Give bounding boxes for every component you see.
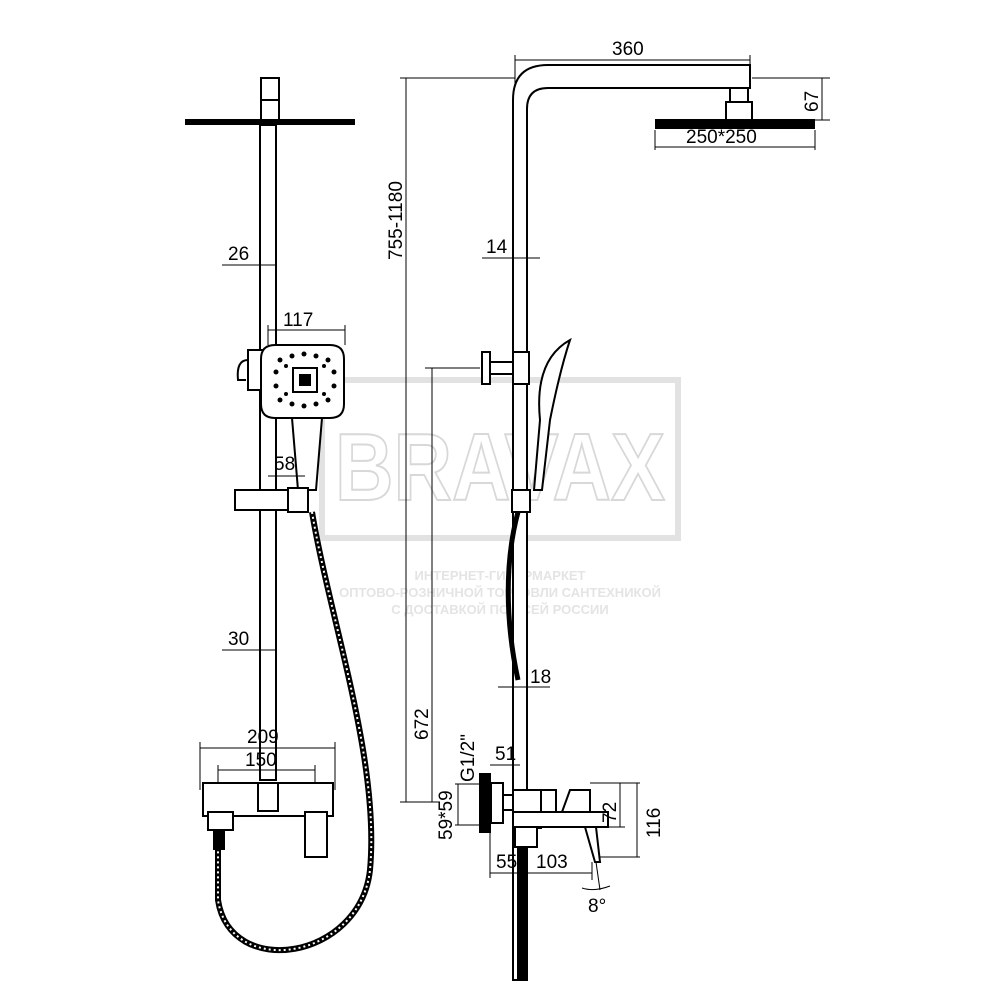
dim-67: 67	[802, 91, 823, 112]
dim-72: 72	[600, 802, 621, 823]
dim-59x59: 59*59	[436, 790, 457, 840]
dim-209: 209	[247, 727, 279, 748]
side-mixer	[479, 773, 609, 863]
watermark-line3: С ДОСТАВКОЙ ПО ВСЕЙ РОССИИ	[391, 602, 608, 617]
watermark-line2: ОПТОВО-РОЗНИЧНОЙ ТОРГОВЛИ САНТЕХНИКОЙ	[339, 585, 661, 600]
watermark-brand: BRAVAX	[335, 414, 665, 521]
side-rain-head	[655, 119, 815, 129]
watermark: BRAVAX ИНТЕРНЕТ-ГИПЕРМАРКЕТ ОПТОВО-РОЗНИ…	[319, 377, 681, 617]
dim-18: 18	[530, 667, 551, 688]
dim-51: 51	[495, 744, 516, 765]
mixer	[202, 782, 334, 858]
dim-103: 103	[536, 852, 568, 873]
dim-117: 117	[283, 310, 313, 331]
dim-55: 55	[496, 852, 517, 873]
rain-head	[185, 119, 355, 125]
dim-14: 14	[486, 237, 508, 258]
side-hand-shower	[532, 337, 572, 491]
shower-arm	[512, 64, 751, 981]
watermark-line1: ИНТЕРНЕТ-ГИПЕРМАРКЕТ	[414, 568, 585, 583]
dim-58: 58	[274, 454, 295, 475]
dim-755-1180: 755-1180	[386, 181, 407, 260]
dim-26: 26	[228, 244, 249, 265]
dim-30: 30	[228, 629, 249, 650]
hose	[215, 511, 375, 954]
dim-250x250: 250*250	[686, 127, 757, 148]
dim-360: 360	[612, 39, 644, 60]
rail	[259, 124, 277, 781]
side-view: 360 67 250*250 14 755-1180 672 18 G1/2" …	[386, 39, 830, 981]
dim-150: 150	[245, 750, 277, 771]
dim-672: 672	[412, 708, 433, 740]
dim-g1-2: G1/2"	[458, 734, 479, 782]
hand-shower	[260, 344, 345, 491]
front-view: 26 117 58 30 209 150	[185, 77, 375, 954]
dim-8-degrees: 8°	[588, 896, 606, 917]
dim-116: 116	[644, 808, 665, 838]
